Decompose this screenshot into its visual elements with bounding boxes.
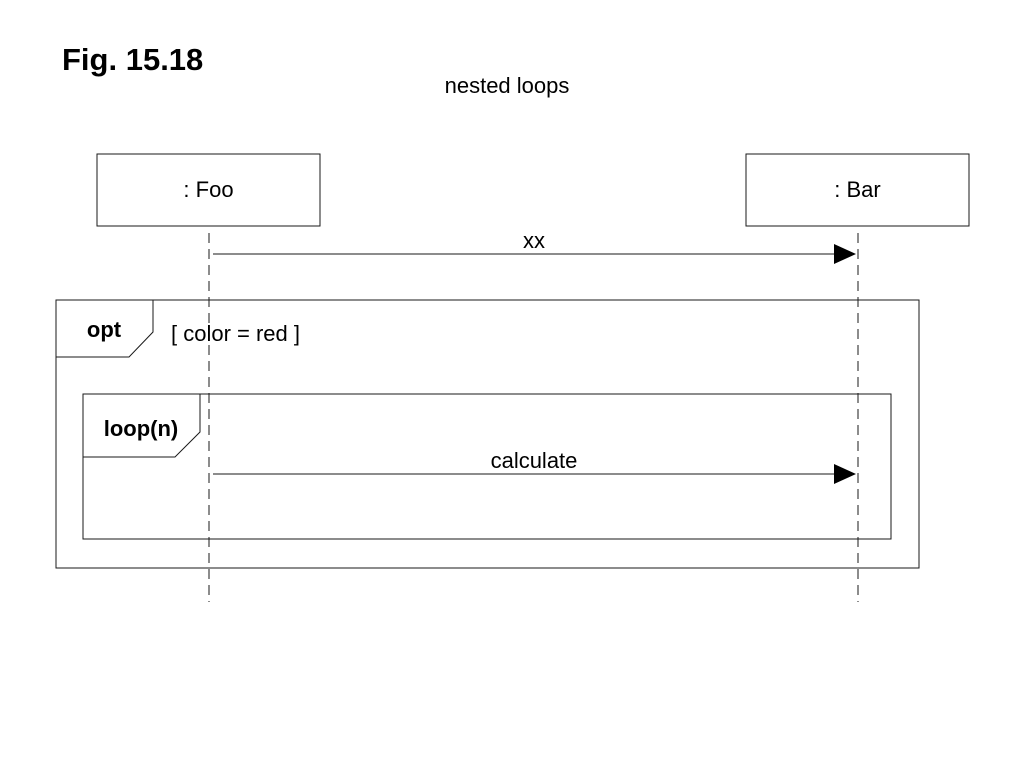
diagram-subtitle: nested loops (445, 73, 570, 98)
message-calculate-arrowhead (834, 464, 856, 484)
message-xx-label: xx (523, 228, 545, 253)
message-calculate-label: calculate (491, 448, 578, 473)
lifeline-bar-box (745, 153, 970, 227)
fragment-opt-frame (55, 299, 920, 569)
fragment-loop-operator: loop(n) (104, 416, 179, 441)
fragment-opt-tab (55, 299, 154, 358)
fragment-loop-frame (82, 393, 892, 540)
fragment-opt-guard: [ color = red ] (171, 321, 300, 346)
lifeline-foo: : Foo (96, 153, 321, 602)
lifeline-bar-label: : Bar (834, 177, 880, 202)
figure-label: Fig. 15.18 (62, 42, 203, 77)
fragment-opt: opt [ color = red ] (55, 299, 920, 569)
fragment-opt-operator: opt (87, 317, 122, 342)
lifeline-foo-label: : Foo (183, 177, 233, 202)
fragment-loop: loop(n) (82, 393, 892, 540)
fragment-loop-tab (82, 393, 201, 458)
message-calculate: calculate (213, 448, 856, 484)
message-xx: xx (213, 228, 856, 264)
lifeline-bar: : Bar (745, 153, 970, 602)
message-xx-arrowhead (834, 244, 856, 264)
lifeline-foo-box (96, 153, 321, 227)
